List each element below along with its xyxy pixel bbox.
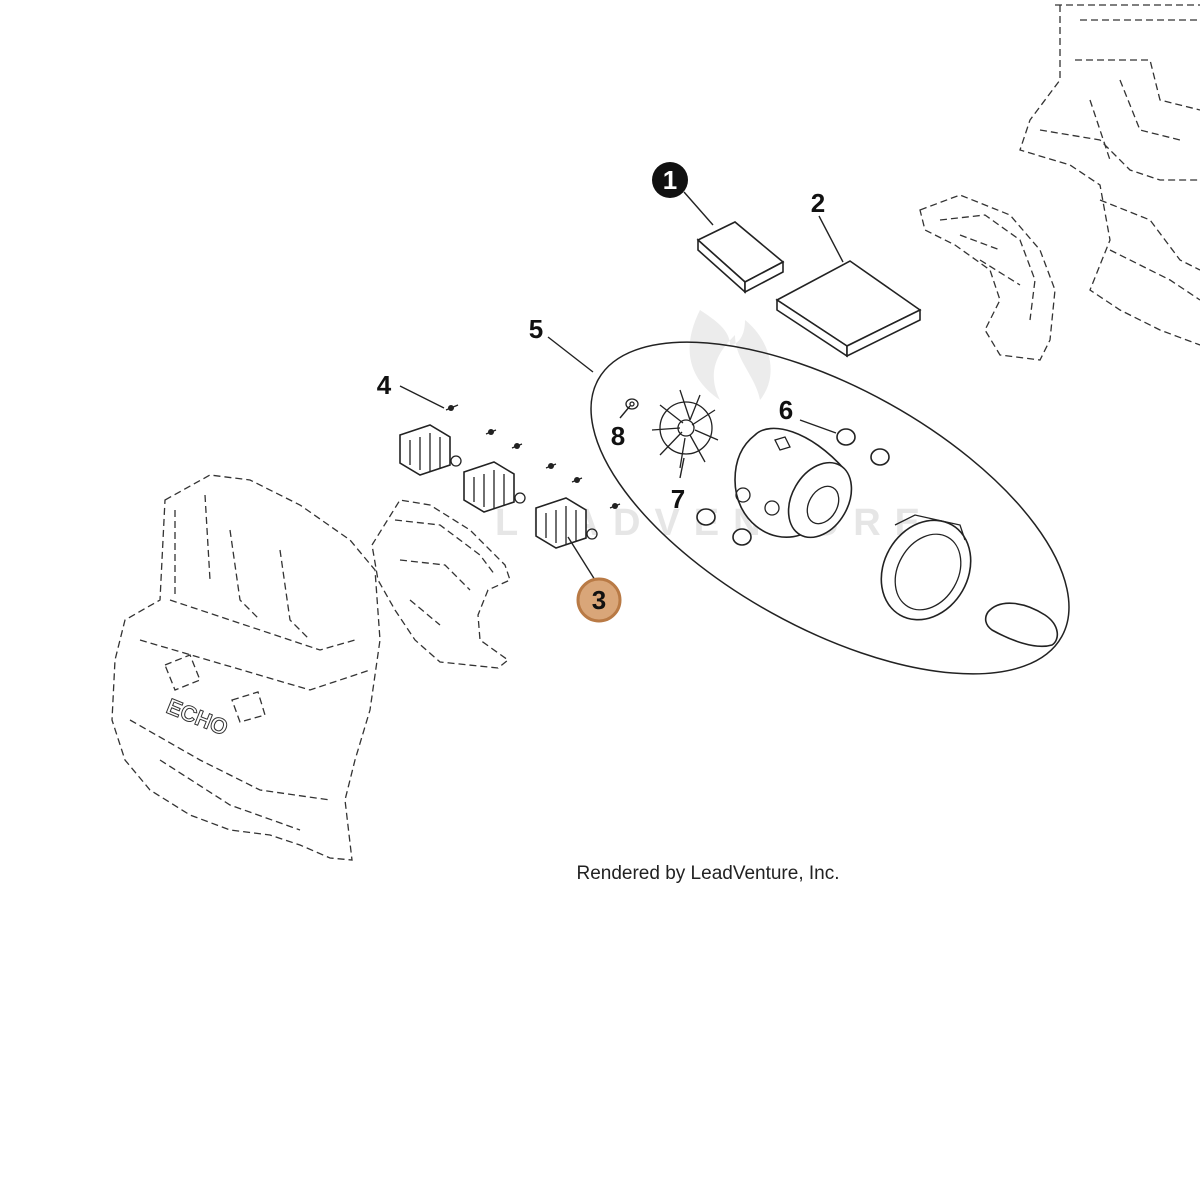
part-6-bushings [696, 428, 890, 546]
render-credit: Rendered by LeadVenture, Inc. [576, 863, 839, 884]
battery-housing-outline: ECHO [111, 474, 381, 861]
part-7-fan [651, 389, 719, 469]
callout-5[interactable]: 5 [529, 314, 543, 344]
part-5-kit-ellipse [590, 341, 1070, 675]
callout-7-label: 7 [671, 484, 685, 514]
callout-2-label: 2 [811, 188, 825, 218]
callout-8[interactable]: 8 [611, 421, 625, 451]
callout-3-label: 3 [592, 585, 606, 615]
echo-logo-outline: ECHO [163, 693, 231, 740]
callout-8-label: 8 [611, 421, 625, 451]
callout-6[interactable]: 6 [779, 395, 793, 425]
leader-lines [399, 191, 844, 581]
callout-6-label: 6 [779, 395, 793, 425]
callout-2[interactable]: 2 [811, 188, 825, 218]
callout-1-label: 1 [663, 165, 677, 195]
part-8-washer [625, 398, 639, 410]
motor-ring-collar [880, 514, 972, 621]
part-2-pad [775, 260, 922, 358]
nose-cap [984, 602, 1059, 648]
part-1-pad [696, 221, 785, 294]
motor-cylinder [734, 427, 853, 539]
callout-3[interactable]: 3 [576, 577, 622, 623]
callout-7[interactable]: 7 [671, 484, 685, 514]
bracket-outline [371, 499, 511, 669]
part-4-screws [445, 404, 621, 509]
callout-5-label: 5 [529, 314, 543, 344]
part-3-terminal-blocks [399, 424, 598, 549]
callout-4-label: 4 [377, 370, 392, 400]
callout-1[interactable]: 1 [652, 162, 688, 198]
callout-4[interactable]: 4 [377, 370, 392, 400]
machine-frame-outline [919, 4, 1200, 361]
